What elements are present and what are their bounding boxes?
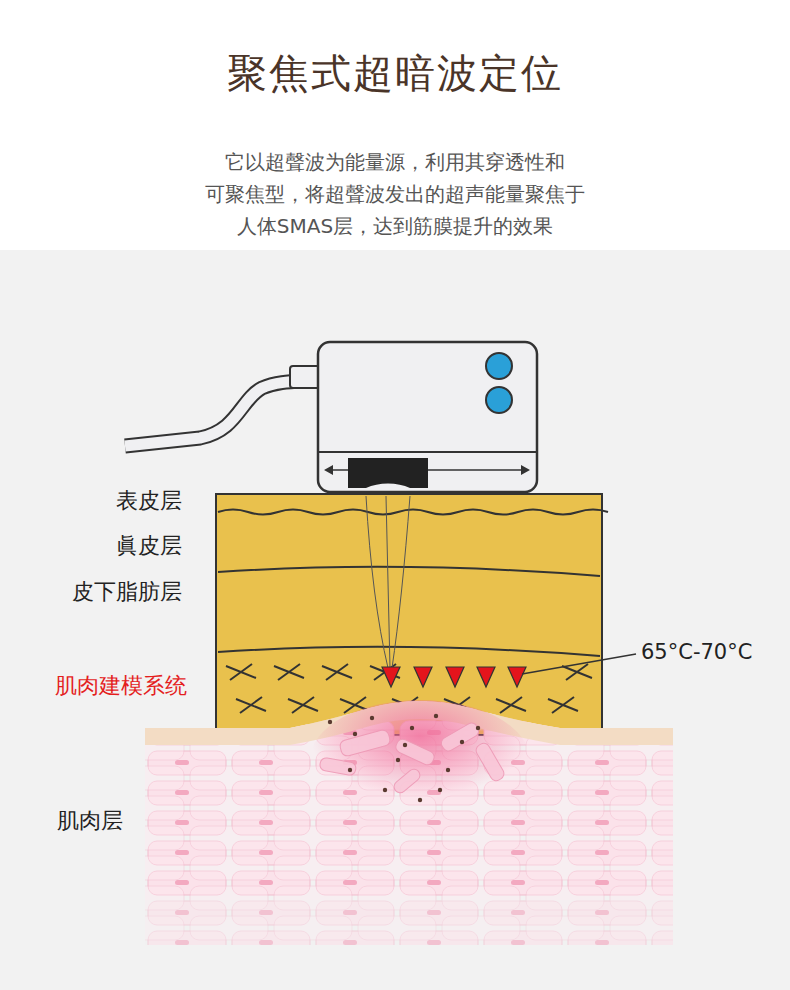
- layer-label: 65°C-70°C: [641, 640, 752, 664]
- layer-label: 眞皮层: [116, 531, 182, 561]
- layer-label: 表皮层: [116, 486, 182, 516]
- layer-label: 皮下脂肪层: [72, 577, 182, 607]
- title: 聚焦式超暗波定位: [0, 46, 790, 101]
- layer-label: 肌肉建模系统: [55, 671, 187, 701]
- caption: 它以超聲波为能量源，利用其穿透性和 可聚焦型，将超聲波发出的超声能量聚焦于 人体…: [185, 146, 605, 242]
- layer-label: 肌肉层: [57, 806, 123, 836]
